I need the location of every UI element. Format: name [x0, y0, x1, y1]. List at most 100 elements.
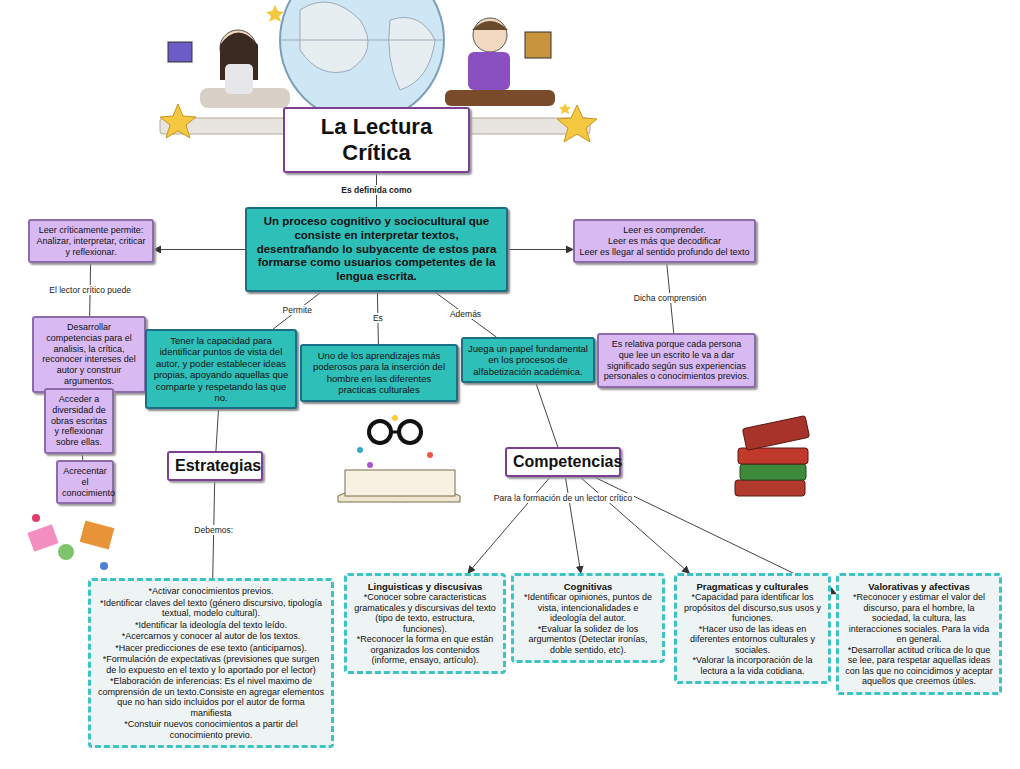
edge-label: Es definida como — [339, 185, 413, 195]
connector — [565, 477, 580, 573]
box-text: *Reconocer la forma en que están organiz… — [353, 634, 497, 666]
box-text: Acrecentar el conocimiento — [62, 466, 108, 498]
illustration-part — [357, 447, 363, 453]
connector — [468, 477, 550, 573]
box-text: *Evaluar la solidez de los argumentos (D… — [520, 624, 656, 656]
illustration-part — [445, 90, 555, 106]
illustration-part — [100, 562, 108, 570]
illustration-part — [473, 18, 507, 52]
globe — [280, 0, 444, 122]
edge-label: Debemos: — [192, 525, 235, 535]
edge-label: Es — [371, 313, 385, 323]
connector — [536, 383, 558, 447]
illustration-part — [160, 104, 196, 138]
concept-box: Es relativa porque cada persona que lee … — [597, 333, 756, 388]
concept-box: Acrecentar el conocimiento — [56, 460, 114, 504]
concept-box: Desarrollar competencias para el analisi… — [32, 316, 146, 393]
illustration-part — [740, 464, 806, 480]
box-text: *Elaboración de inferencias: Es el nivel… — [97, 676, 325, 718]
edge-label: El lector crítico puede — [47, 285, 133, 295]
concept-box: Tener la capacidad para identificar punt… — [145, 329, 297, 409]
competency-box: Linguisticas y discusivas*Conocer sobre … — [344, 573, 506, 674]
illustration-part — [389, 18, 435, 91]
box-text: Acceder a diversidad de obras escritas y… — [50, 394, 108, 448]
box-text: *Capacidad para identificar los propósit… — [683, 592, 822, 624]
box-text: *Reconocer y estimar el valor del discur… — [845, 592, 993, 645]
illustration-part — [225, 64, 253, 94]
illustration-part — [266, 5, 284, 22]
illustration-part — [367, 462, 373, 468]
box-text: *Activar conocimientos previos. — [97, 586, 325, 597]
concept-box: Leer críticamente permite: Analizar, int… — [28, 219, 154, 263]
illustration-part — [399, 421, 421, 443]
box-text: *Conocer sobre caracteristicas gramatica… — [353, 592, 497, 634]
box-text: *Constuir nuevos conocimientos a partir … — [97, 719, 325, 740]
box-text: Es relativa porque cada persona que lee … — [603, 339, 750, 382]
illustration-part — [345, 470, 455, 496]
illustration-part — [392, 415, 398, 421]
illustration-part — [80, 520, 115, 549]
box-text: Juega un papel fundamental en los proces… — [468, 343, 588, 377]
box-text: *Hacer predicciones de ese texto (antici… — [97, 643, 325, 654]
competency-box: Valorativas y afectivas*Reconocer y esti… — [836, 573, 1002, 695]
edge-label: Permite — [281, 305, 314, 315]
box-text: Competencias — [513, 453, 613, 471]
illustration-part — [735, 480, 805, 496]
illustration-part — [468, 52, 510, 90]
concept-box: Uno de los aprendizajes más poderosos pa… — [300, 344, 458, 402]
connector — [154, 249, 245, 250]
strategy-list: *Activar conocimientos previos.*Identifi… — [88, 578, 334, 748]
box-text: *Hacer uso de las ideas en diferentes en… — [683, 624, 822, 656]
illustration-part — [738, 448, 808, 464]
box-text: Desarrollar competencias para el analisi… — [38, 322, 140, 387]
box-text: Leer es llegar al sentido profundo del t… — [579, 247, 750, 258]
edge-label: Dicha comprensión — [632, 293, 709, 303]
edge-label: Además — [448, 309, 483, 319]
illustration-part — [300, 2, 368, 73]
competency-box: Cognitivas*Identificar opiniones, puntos… — [511, 573, 665, 663]
illustration-part — [280, 0, 444, 122]
section-heading: Estrategias — [167, 451, 263, 481]
box-text: *Desarrollar actitud crítica de lo que s… — [845, 645, 993, 687]
box-text: *Identificar opiniones, puntos de vista,… — [520, 592, 656, 624]
illustration-part — [27, 524, 58, 552]
connector — [580, 477, 689, 573]
box-text: Leer es más que decodificar — [579, 236, 750, 247]
box-text: La Lectura Crítica — [293, 114, 460, 166]
box-text: *Formulación de expectativas (previsione… — [97, 654, 325, 675]
illustration-part — [168, 42, 192, 62]
illustration-part — [58, 544, 74, 560]
book-glasses-icon — [338, 415, 460, 502]
connector — [508, 249, 573, 250]
concept-box: Leer es comprender.Leer es más que decod… — [573, 219, 756, 263]
party-icon — [27, 514, 114, 570]
illustration-part — [391, 431, 399, 434]
definition-box: Un proceso cognitivo y sociocultural que… — [245, 207, 508, 292]
box-text: *Acercarnos y conocer al autor de los te… — [97, 631, 325, 642]
illustration-part — [742, 416, 809, 451]
book-stack-icon — [735, 416, 810, 496]
box-text: Tener la capacidad para identificar punt… — [152, 335, 290, 403]
box-heading: Cognitivas — [520, 581, 656, 592]
concept-box: Acceder a diversidad de obras escritas y… — [44, 388, 114, 454]
competency-box: Pragmaticas y culturales*Capacidad para … — [674, 573, 831, 684]
box-text: Un proceso cognitivo y sociocultural que… — [255, 215, 498, 284]
box-heading: Valorativas y afectivas — [845, 581, 993, 592]
box-heading: Linguisticas y discusivas — [353, 581, 497, 592]
connector — [216, 409, 219, 451]
illustration-part — [472, 21, 508, 30]
illustration-part — [280, 40, 444, 41]
title-box: La Lectura Crítica — [283, 107, 470, 173]
concept-box: Juega un papel fundamental en los proces… — [461, 337, 595, 383]
illustration-part — [525, 32, 551, 58]
illustration-part — [369, 421, 391, 443]
box-text: Uno de los aprendizajes más poderosos pa… — [307, 350, 451, 396]
box-text: Leer es comprender. — [579, 225, 750, 236]
box-text: Leer críticamente permite: Analizar, int… — [34, 225, 148, 257]
note-label: Para la formación de un lector crítico — [492, 493, 634, 503]
box-text: *Valorar la incorporación de la lectura … — [683, 655, 822, 676]
connector — [273, 292, 321, 329]
box-text: Estrategias — [175, 457, 255, 475]
connector — [435, 292, 497, 337]
illustration-part — [559, 103, 571, 114]
